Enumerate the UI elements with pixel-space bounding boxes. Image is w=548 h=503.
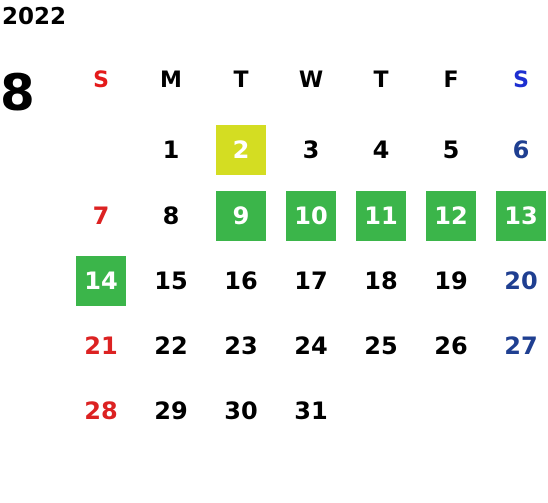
weekday-fri: F [443,68,459,93]
year-label: 2022 [2,4,67,30]
day-18[interactable]: 18 [364,267,398,295]
month-label: 8 [0,64,35,122]
day-21[interactable]: 21 [84,332,118,360]
day-19[interactable]: 19 [434,267,468,295]
day-9[interactable]: 9 [216,191,266,241]
day-7[interactable]: 7 [92,202,110,230]
day-1[interactable]: 1 [162,136,180,164]
day-20[interactable]: 20 [504,267,538,295]
day-13[interactable]: 13 [496,191,546,241]
day-10[interactable]: 10 [286,191,336,241]
day-5[interactable]: 5 [442,136,460,164]
weekday-wed: W [298,68,324,93]
weekday-thu: T [373,68,389,93]
weekday-mon: M [160,68,182,93]
day-28[interactable]: 28 [84,397,118,425]
day-4[interactable]: 4 [372,136,390,164]
day-6[interactable]: 6 [512,136,530,164]
day-2[interactable]: 2 [216,125,266,175]
day-3[interactable]: 3 [302,136,320,164]
day-24[interactable]: 24 [294,332,328,360]
day-27[interactable]: 27 [504,332,538,360]
weekday-sun: S [93,68,109,93]
day-30[interactable]: 30 [224,397,258,425]
day-26[interactable]: 26 [434,332,468,360]
day-25[interactable]: 25 [364,332,398,360]
weekday-tue: T [233,68,249,93]
day-23[interactable]: 23 [224,332,258,360]
day-16[interactable]: 16 [224,267,258,295]
day-8[interactable]: 8 [162,202,180,230]
day-22[interactable]: 22 [154,332,188,360]
day-12[interactable]: 12 [426,191,476,241]
day-14[interactable]: 14 [76,256,126,306]
day-31[interactable]: 31 [294,397,328,425]
day-15[interactable]: 15 [154,267,188,295]
weekday-sat: S [513,68,529,93]
day-29[interactable]: 29 [154,397,188,425]
day-17[interactable]: 17 [294,267,328,295]
day-11[interactable]: 11 [356,191,406,241]
